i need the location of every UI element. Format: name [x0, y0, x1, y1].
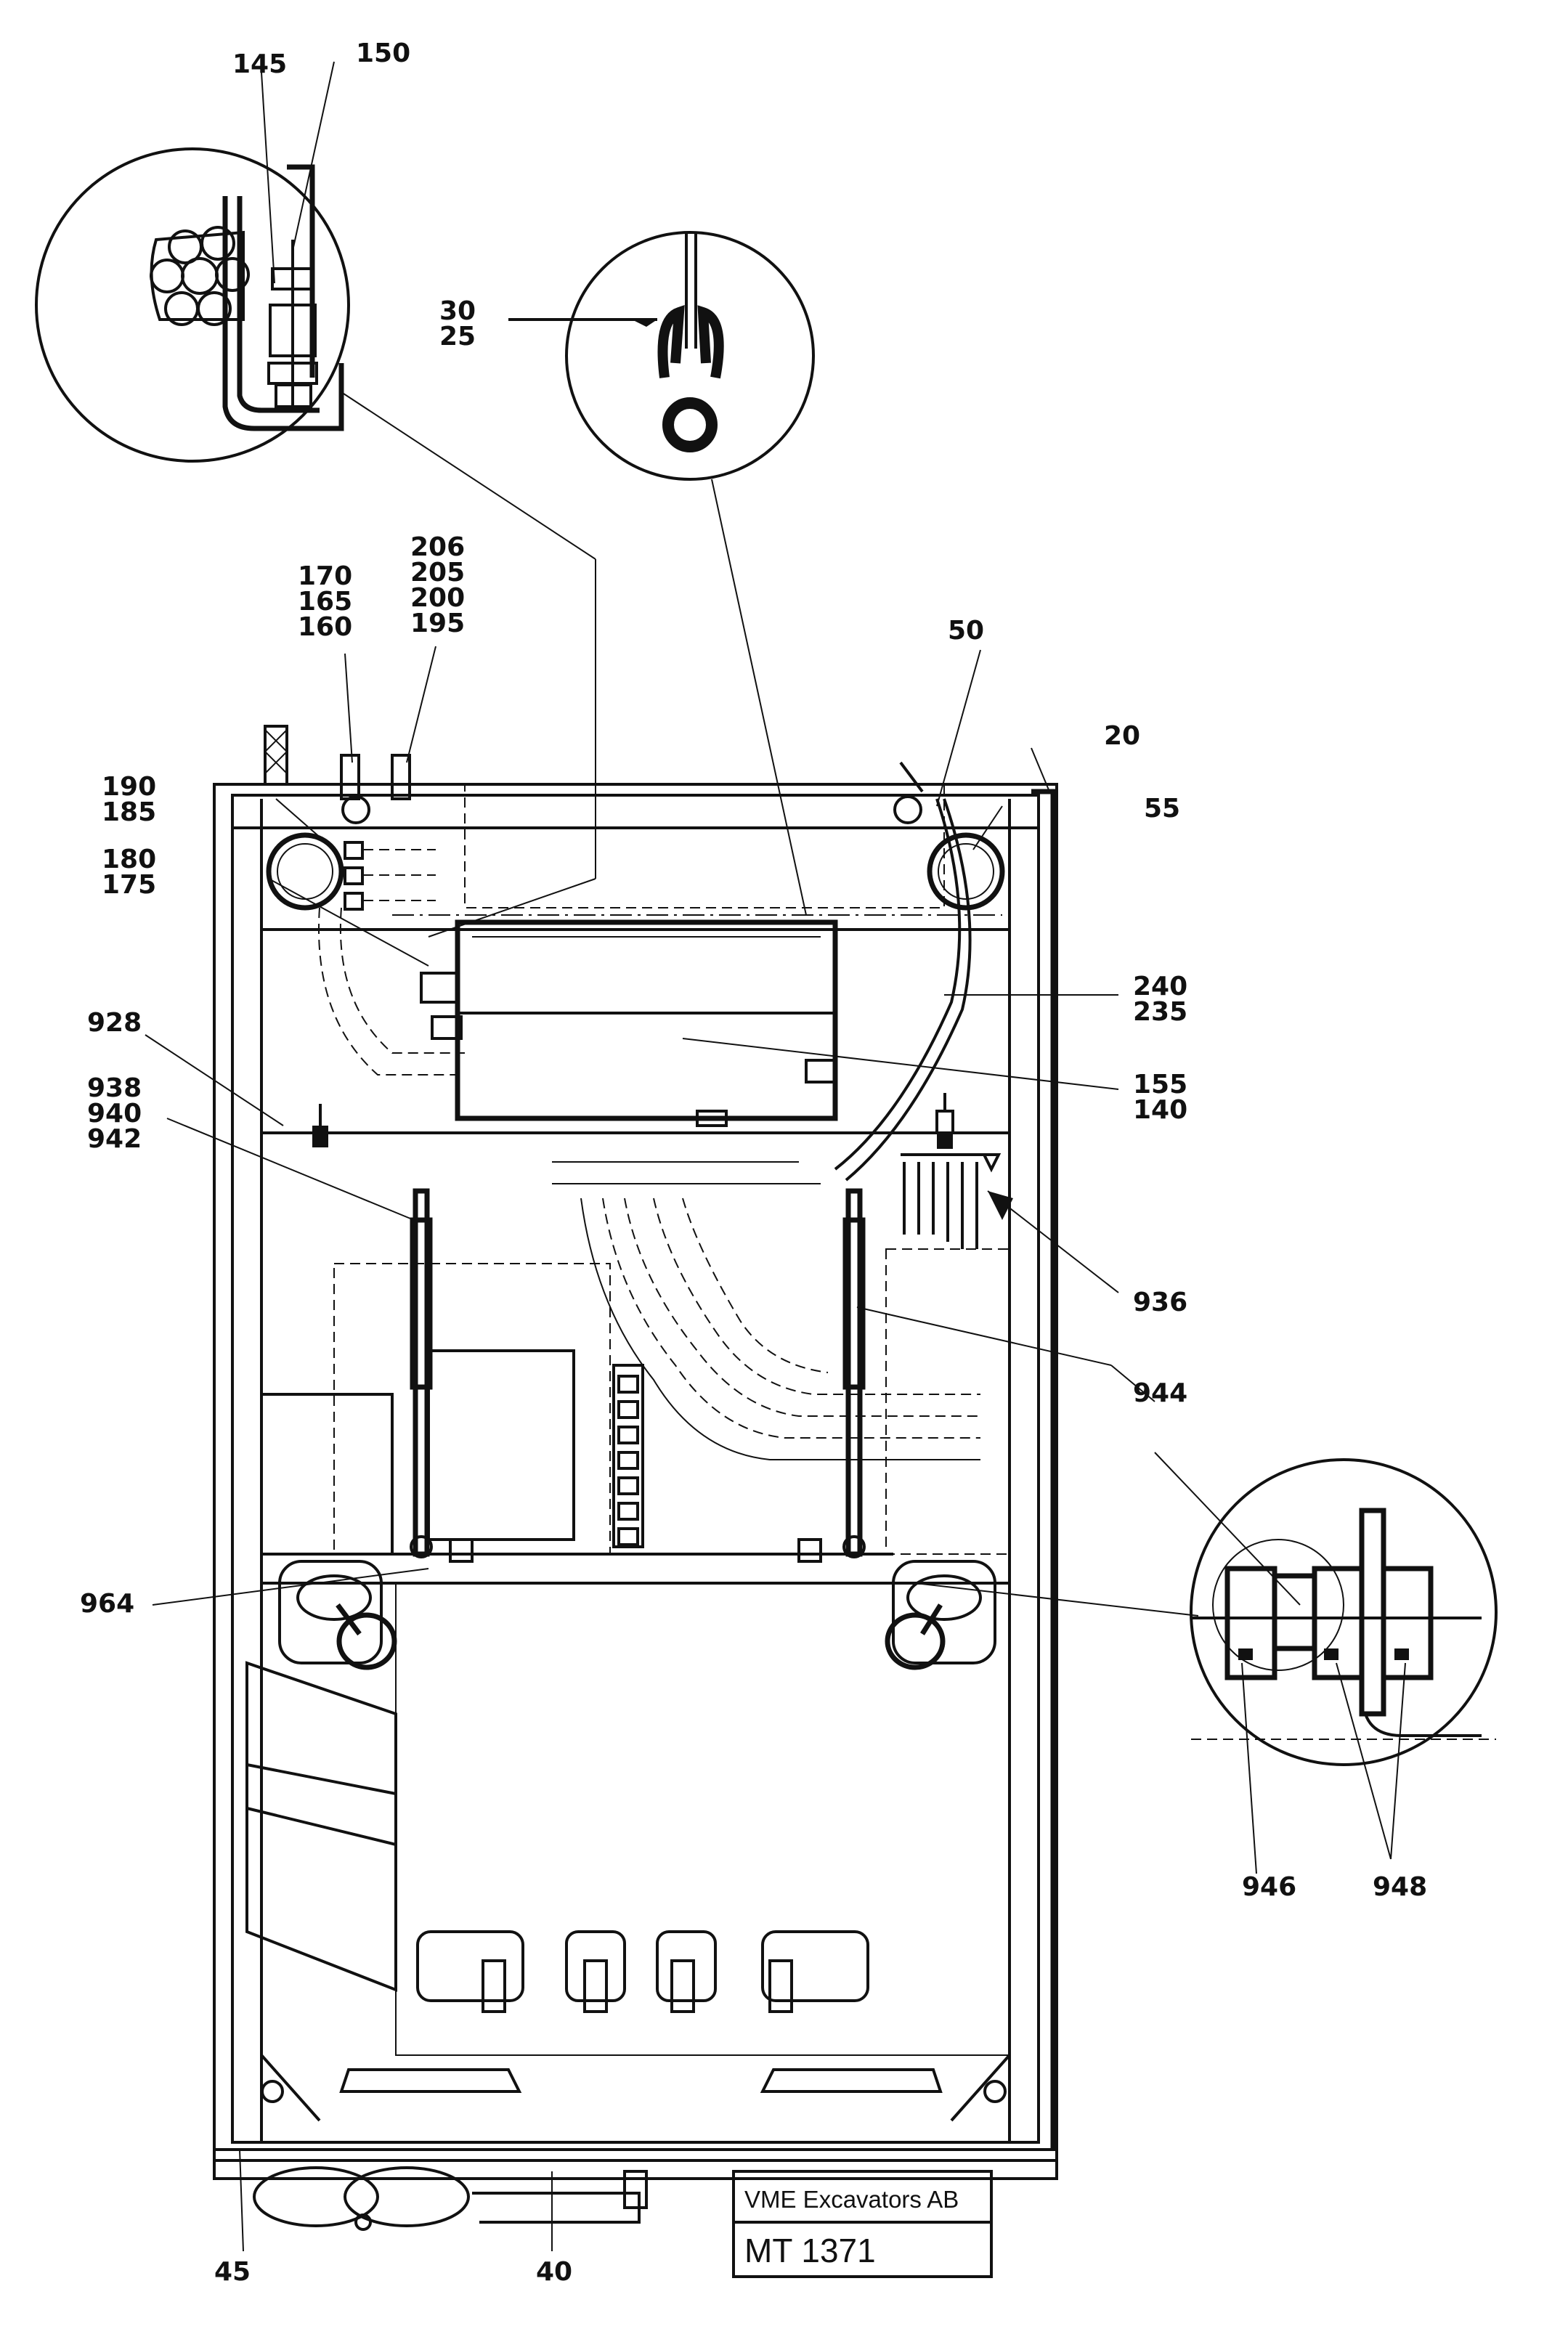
- seat-panel: [245, 1582, 1010, 2056]
- detail-circle-grommet: [508, 231, 815, 481]
- callout-200: 200: [410, 583, 465, 613]
- callout-936: 936: [1133, 1288, 1187, 1317]
- fuse-strip: [612, 1364, 644, 1548]
- relay-rack: [901, 1153, 1002, 1249]
- callout-195: 195: [410, 609, 465, 638]
- callout-942: 942: [87, 1124, 142, 1154]
- callout-205: 205: [410, 558, 465, 588]
- callout-150: 150: [356, 38, 410, 68]
- callout-165: 165: [298, 587, 352, 617]
- callout-25: 25: [439, 322, 476, 351]
- callout-180: 180: [102, 845, 156, 874]
- roof-vents: [266, 832, 1005, 911]
- callout-20: 20: [1104, 721, 1140, 751]
- callout-160: 160: [298, 612, 352, 642]
- callout-206: 206: [410, 532, 465, 562]
- callout-235: 235: [1133, 997, 1187, 1027]
- cross-beams: [261, 928, 1010, 1585]
- callout-140: 140: [1133, 1095, 1187, 1125]
- callout-185: 185: [102, 797, 156, 827]
- arrowhead-936: [988, 1191, 1013, 1220]
- callout-155: 155: [1133, 1070, 1187, 1099]
- title-block: VME Excavators AB MT 1371: [732, 2170, 993, 2278]
- callout-946: 946: [1242, 1872, 1296, 1902]
- cable-harness: [318, 798, 980, 1460]
- callout-928: 928: [87, 1008, 142, 1038]
- control-unit-box: [420, 919, 838, 1127]
- callout-45: 45: [214, 2257, 251, 2287]
- floor-plates: [339, 2068, 943, 2093]
- joysticks: [278, 1560, 996, 1670]
- callout-175: 175: [102, 870, 156, 900]
- pedals: [416, 1930, 869, 2013]
- top-fittings: [264, 725, 924, 800]
- callout-50: 50: [948, 616, 984, 646]
- callout-labels: 145 150 30 25 206 205 200 195 170 165 16…: [80, 38, 1427, 2287]
- callout-938: 938: [87, 1073, 142, 1103]
- callout-964: 964: [80, 1589, 134, 1619]
- callout-948: 948: [1373, 1872, 1427, 1902]
- roof-panel: [392, 784, 1002, 916]
- callout-190: 190: [102, 772, 156, 802]
- detail-circle-bolt-assembly: [1190, 1458, 1498, 1766]
- callout-170: 170: [298, 561, 352, 591]
- leader-lines: [145, 61, 1406, 2252]
- callout-55: 55: [1144, 794, 1180, 824]
- callout-240: 240: [1133, 972, 1187, 1001]
- fasteners: [312, 1093, 954, 1563]
- callout-940: 940: [87, 1099, 142, 1129]
- connector-strip: [344, 841, 436, 911]
- callout-145: 145: [232, 49, 287, 79]
- title-block-company: VME Excavators AB: [744, 2186, 959, 2213]
- callout-944: 944: [1133, 1378, 1187, 1408]
- title-block-drawing-number: MT 1371: [744, 2232, 876, 2269]
- callout-40: 40: [536, 2257, 572, 2287]
- detail-circle-bracket: [35, 147, 350, 463]
- blower-fan: [253, 2166, 648, 2231]
- callout-30: 30: [439, 296, 476, 326]
